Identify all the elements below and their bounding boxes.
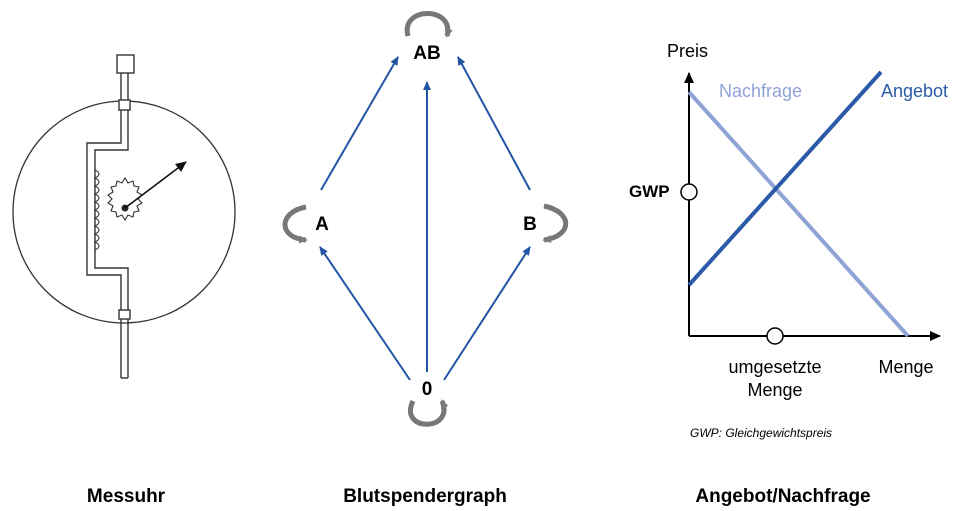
gauge-top-knob bbox=[116, 54, 135, 74]
gauge-upper-spindle bbox=[118, 73, 131, 148]
equilibrium-price-marker bbox=[680, 183, 698, 201]
self-loop-a bbox=[282, 204, 308, 244]
supply-demand-chart: Preis Nachfrage Angebot GWP umgesetzte M… bbox=[629, 41, 948, 440]
y-axis-label: Preis bbox=[667, 41, 708, 61]
quantity-label-line1: umgesetzte bbox=[728, 357, 821, 377]
node-b: B bbox=[523, 214, 537, 235]
demand-label: Nachfrage bbox=[719, 81, 802, 101]
edge-0-to-a bbox=[319, 246, 411, 381]
x-axis-label: Menge bbox=[878, 357, 933, 377]
gauge-spring bbox=[93, 169, 100, 251]
edge-b-to-ab bbox=[457, 56, 531, 191]
blood-donor-graph: AB A B 0 bbox=[282, 11, 569, 427]
equilibrium-price-label: GWP bbox=[629, 182, 670, 201]
gauge-rack-frame bbox=[86, 140, 129, 285]
node-0: 0 bbox=[422, 379, 433, 400]
node-a: A bbox=[315, 214, 329, 235]
caption-market: Angebot/Nachfrage bbox=[695, 486, 871, 507]
supply-line bbox=[687, 70, 883, 287]
caption-messuhr: Messuhr bbox=[86, 486, 166, 507]
edge-0-to-b bbox=[443, 246, 531, 381]
supply-label: Angebot bbox=[881, 81, 948, 101]
dial-gauge-illustration bbox=[12, 54, 236, 379]
self-loop-0 bbox=[408, 399, 449, 427]
self-loop-b bbox=[542, 203, 569, 243]
gauge-dial-circle bbox=[12, 100, 236, 324]
edge-a-to-ab bbox=[320, 56, 399, 191]
quantity-label-line2: Menge bbox=[747, 380, 802, 400]
traded-quantity-marker bbox=[766, 327, 784, 345]
demand-line bbox=[687, 90, 910, 338]
gauge-lower-spindle bbox=[118, 285, 131, 379]
self-loop-ab bbox=[404, 11, 453, 38]
node-ab: AB bbox=[413, 43, 440, 64]
caption-graph: Blutspendergraph bbox=[343, 486, 507, 507]
footnote: GWP: Gleichgewichtspreis bbox=[690, 426, 832, 440]
gauge-needle bbox=[124, 161, 187, 209]
